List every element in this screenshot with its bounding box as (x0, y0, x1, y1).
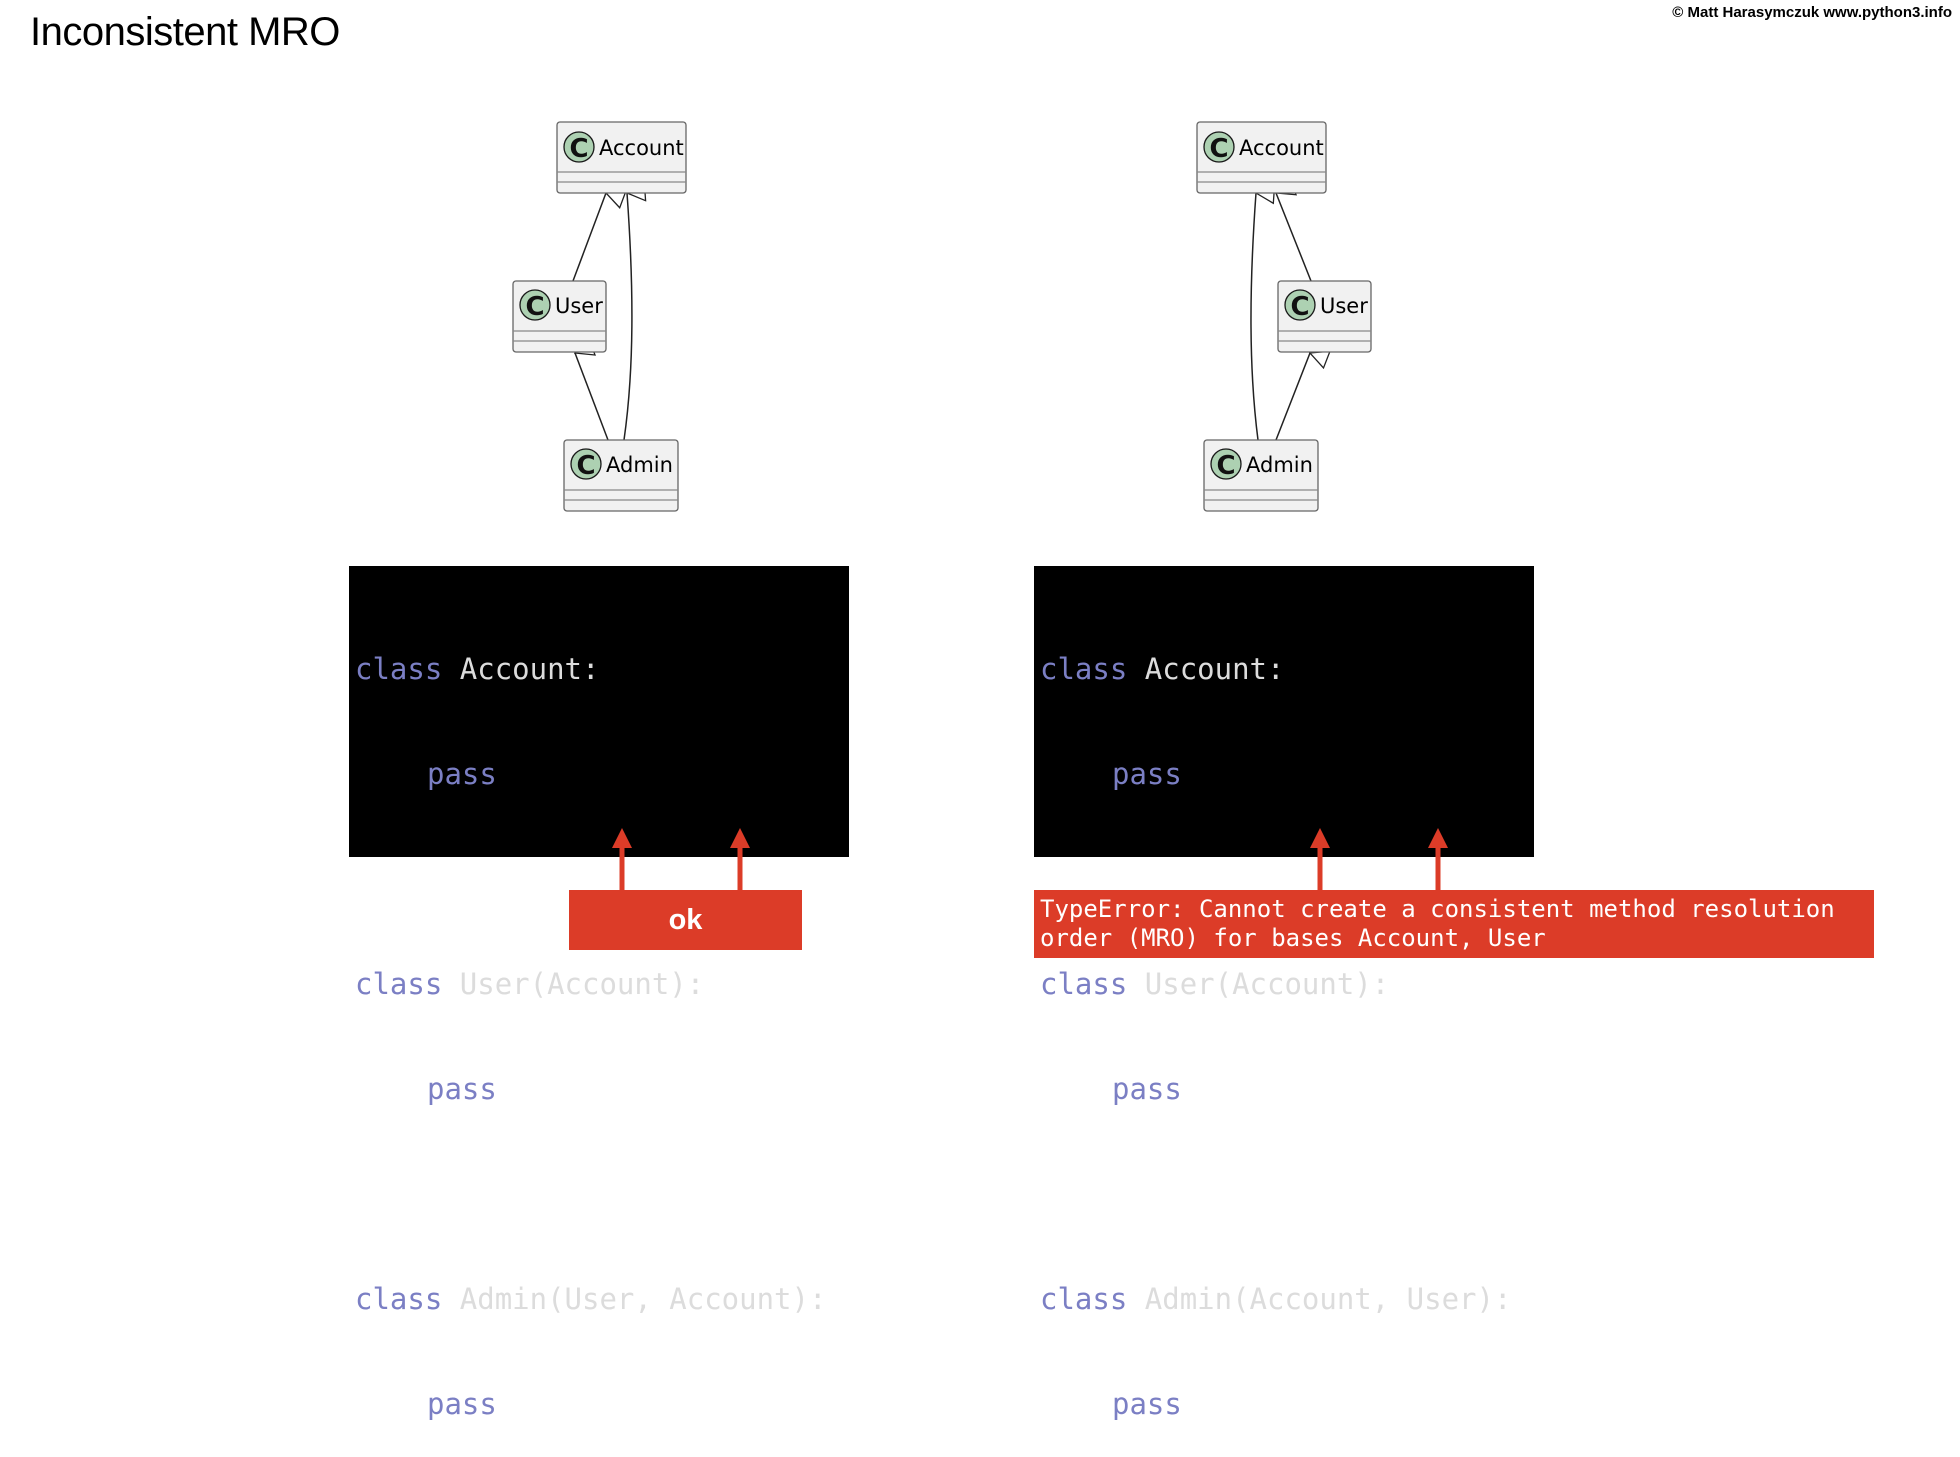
code-text: Account: (442, 652, 600, 686)
left-edge-admin-to-user (575, 353, 609, 441)
right-edge-admin-to-account (1250, 193, 1258, 441)
code-line: class Admin(Account, User): (1040, 1282, 1534, 1317)
left-class-admin: C Admin (563, 439, 679, 512)
class-c-icon (1210, 448, 1242, 480)
right-arrow-account (1310, 828, 1330, 890)
class-name: User (555, 294, 603, 318)
right-class-admin: C Admin (1203, 439, 1319, 512)
left-class-user: C User (512, 280, 607, 353)
code-text: User(Account): (1127, 967, 1390, 1001)
code-line: pass (355, 757, 849, 792)
error-line: order (MRO) for bases Account, User (1040, 924, 1546, 952)
code-text: Admin(Account, User): (1127, 1282, 1512, 1316)
class-name: Account (1239, 136, 1324, 160)
uml-diagrams: C Account C User C Admin (512, 121, 1372, 512)
class-name: Admin (1246, 453, 1313, 477)
code-line: class Account: (1040, 652, 1534, 687)
code-line: pass (1040, 1387, 1534, 1422)
code-line: class User(Account): (1040, 967, 1534, 1002)
left-class-account: C Account (556, 121, 687, 194)
pointer-arrows (612, 828, 1448, 890)
ok-result-label: ok (569, 890, 802, 950)
right-edge-user-to-account (1276, 193, 1312, 282)
left-arrow-account (730, 828, 750, 890)
type-error-message: TypeError: Cannot create a consistent me… (1034, 890, 1874, 958)
left-uml-diagram: C Account C User C Admin (512, 121, 687, 512)
class-c-icon (570, 448, 602, 480)
page-title: Inconsistent MRO (30, 10, 340, 54)
error-line: TypeError: Cannot create a consistent me… (1040, 895, 1835, 923)
code-keyword: class (1040, 967, 1128, 1001)
code-keyword: class (355, 652, 443, 686)
right-class-account: C Account (1196, 121, 1327, 194)
class-c-letter: C (569, 134, 588, 164)
code-keyword: pass (1112, 1387, 1182, 1421)
class-c-icon (1203, 131, 1235, 163)
code-keyword: pass (427, 1387, 497, 1421)
class-c-icon (1284, 289, 1316, 321)
left-edge-user-to-account (572, 193, 606, 282)
code-text: Admin(User, Account): (442, 1282, 827, 1316)
class-c-letter: C (1290, 292, 1309, 322)
right-edge-admin-to-user (1275, 353, 1310, 441)
right-uml-diagram: C Account C User C Admin (1196, 121, 1372, 512)
code-line: pass (355, 1387, 849, 1422)
code-line: class Account: (355, 652, 849, 687)
code-keyword: class (355, 967, 443, 1001)
code-text: User(Account): (442, 967, 705, 1001)
code-keyword: pass (427, 757, 497, 791)
class-name: Admin (606, 453, 673, 477)
right-arrow-user (1428, 828, 1448, 890)
left-arrow-user (612, 828, 632, 890)
class-c-icon (563, 131, 595, 163)
right-class-user: C User (1277, 280, 1372, 353)
code-line: class Admin(User, Account): (355, 1282, 849, 1317)
class-name: Account (599, 136, 684, 160)
code-line: pass (1040, 757, 1534, 792)
class-c-letter: C (1209, 134, 1228, 164)
code-keyword: class (1040, 652, 1128, 686)
code-text: Account: (1127, 652, 1285, 686)
class-c-letter: C (525, 292, 544, 322)
class-name: User (1320, 294, 1368, 318)
code-line: class User(Account): (355, 967, 849, 1002)
class-c-icon (519, 289, 551, 321)
left-edge-admin-to-account (623, 193, 632, 441)
copyright-notice: © Matt Harasymczuk www.python3.info (1672, 4, 1952, 21)
class-c-letter: C (1216, 451, 1235, 481)
code-keyword: class (1040, 1282, 1128, 1316)
code-keyword: class (355, 1282, 443, 1316)
code-keyword: pass (1112, 757, 1182, 791)
class-c-letter: C (576, 451, 595, 481)
